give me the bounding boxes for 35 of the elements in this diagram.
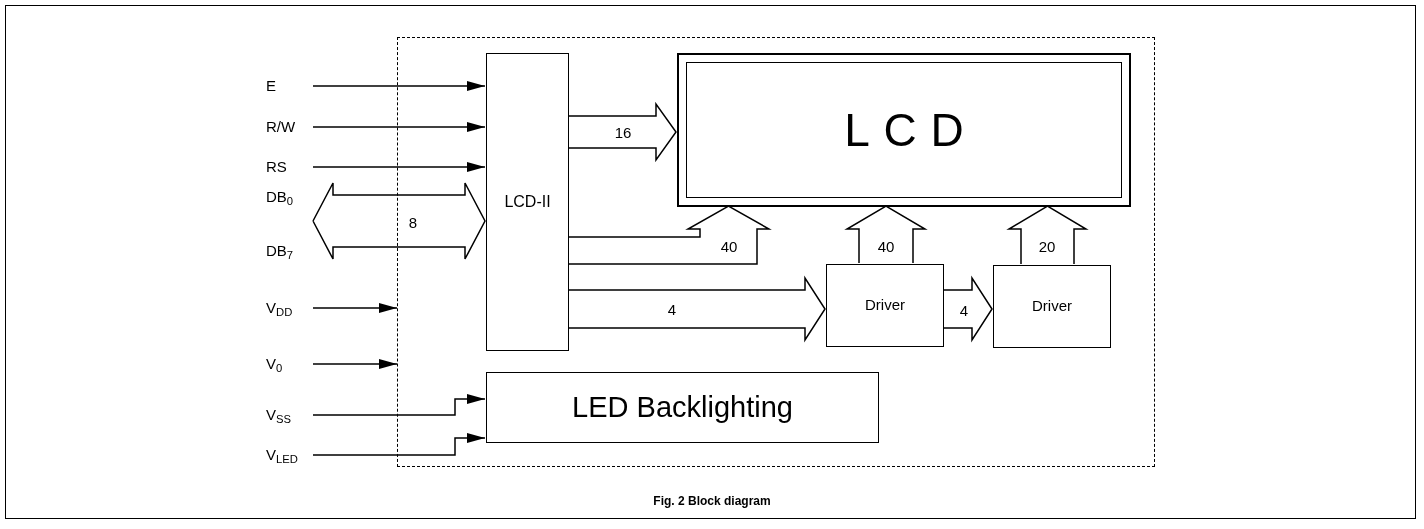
signal-arrow — [312, 433, 486, 456]
signal-label: V$_{LED}$ — [266, 444, 298, 467]
signal-arrow — [312, 394, 486, 416]
bus-arrow — [567, 205, 772, 265]
signal-arrow — [312, 359, 398, 369]
signal-label: DB$_{7}$ — [266, 240, 294, 263]
controller-box — [486, 53, 569, 351]
signal-arrow — [312, 81, 486, 91]
backlight-box — [486, 372, 879, 443]
signal-arrow — [312, 303, 398, 313]
block-label: LCD — [843, 107, 978, 153]
bus-arrow — [844, 205, 928, 264]
bus-arrow — [312, 182, 486, 260]
block-label: Driver — [865, 295, 905, 316]
signal-label: RS — [266, 156, 287, 177]
block-label: Driver — [1032, 296, 1072, 317]
signal-arrow — [312, 122, 486, 132]
display-box — [677, 53, 1131, 207]
figure-caption: Fig. 2 Block diagram — [653, 493, 771, 510]
driver-box — [993, 265, 1111, 348]
signal-label: V$_{0}$ — [266, 353, 283, 376]
block-label: LCD-II — [504, 192, 551, 212]
signal-label: DB$_{0}$ — [266, 186, 294, 209]
signal-label: V$_{DD}$ — [266, 297, 293, 320]
driver-box — [826, 264, 944, 347]
block-label: LED Backlighting — [572, 389, 793, 425]
signal-label: V$_{SS}$ — [266, 404, 292, 427]
signal-label: R/W — [266, 116, 296, 137]
module-boundary — [397, 37, 1155, 467]
bus-arrow — [567, 101, 677, 163]
bus-arrow — [942, 275, 993, 343]
signal-arrow — [312, 162, 486, 172]
signal-label: E — [266, 75, 276, 96]
bus-arrow — [1006, 205, 1089, 265]
bus-arrow — [567, 275, 826, 343]
